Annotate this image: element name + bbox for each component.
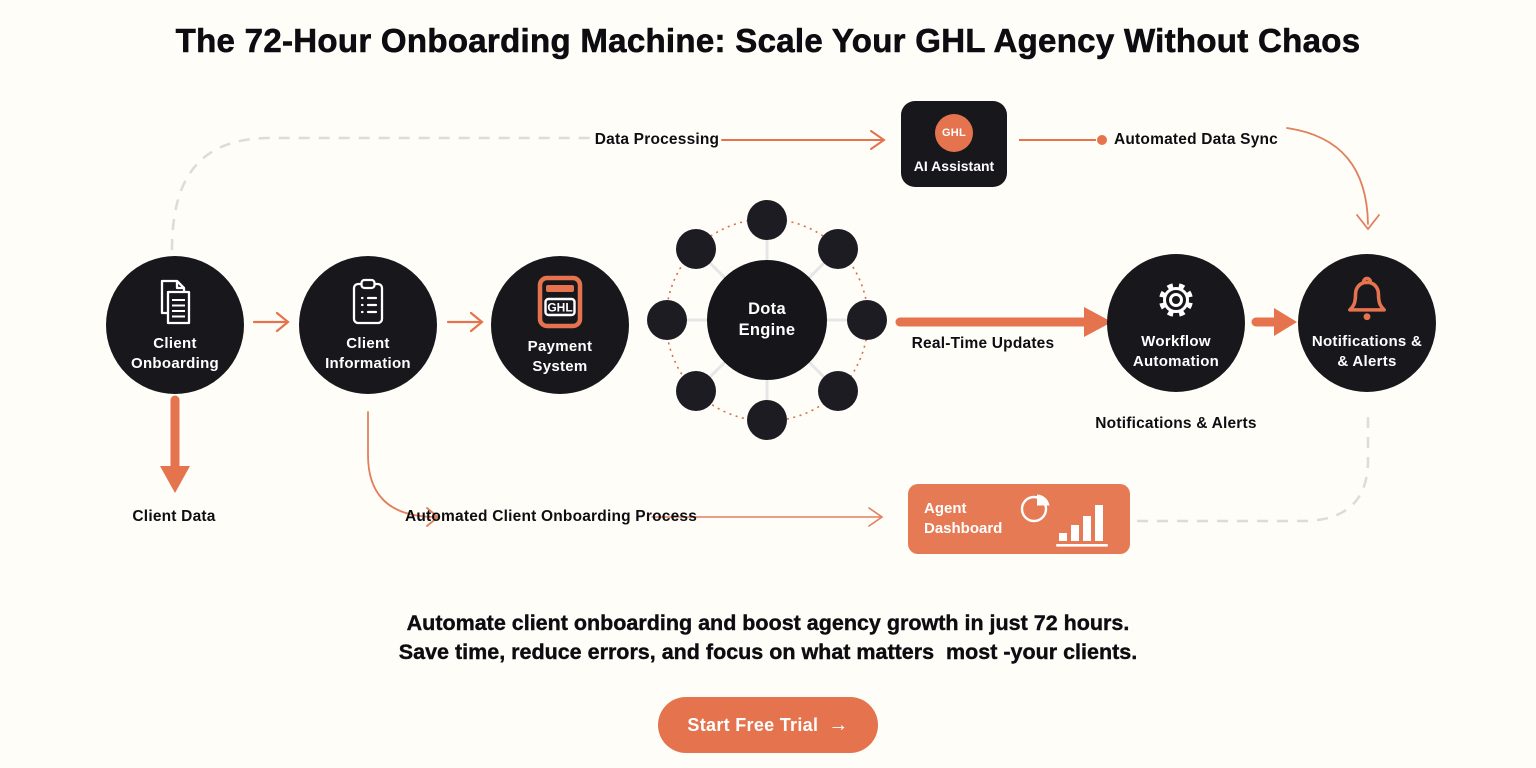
node-label: Notifications & & Alerts: [1311, 333, 1423, 370]
label-automated-data-sync: Automated Data Sync: [1114, 131, 1278, 148]
node-client-onboarding: Client Onboarding: [106, 256, 244, 394]
node-workflow-automation: Workflow Automation: [1107, 254, 1245, 392]
label-notifications-alerts: Notifications & Alerts: [1095, 415, 1257, 432]
node-label: Client Onboarding: [131, 335, 219, 372]
node-notifications-alerts: Notifications & & Alerts: [1298, 254, 1436, 392]
clipboard-icon: [352, 278, 384, 325]
arrow-process-to-dashboard: [651, 507, 884, 527]
pie-chart-icon: [1020, 494, 1050, 523]
arrow-sync-to-notifications: [1286, 127, 1380, 231]
ghl-card-text: GHL: [547, 301, 572, 315]
arrow-workflow-to-notifications: [1251, 308, 1297, 336]
node-ai-assistant: GHL AI Assistant: [901, 101, 1007, 187]
node-label: Dota Engine: [738, 299, 796, 339]
dashed-connector-onboarding-to-processing: [170, 136, 594, 251]
ghl-card-icon: GHL: [537, 275, 583, 329]
label-automated-client-onboarding-process: Automated Client Onboarding Process: [404, 508, 698, 525]
arrow-information-to-process: [367, 411, 440, 527]
arrow-information-to-payment: [446, 311, 484, 333]
node-label: Workflow Automation: [1132, 333, 1220, 370]
node-label: Payment System: [527, 338, 593, 375]
gear-icon: [1159, 283, 1193, 317]
arrow-processing-to-ai: [721, 130, 886, 150]
dashed-connector-notifications-to-dashboard: [1134, 417, 1370, 523]
node-payment-system: GHL Payment System: [491, 256, 629, 394]
tagline-line-1: Automate client onboarding and boost age…: [406, 611, 1130, 635]
label-real-time-updates: Real-Time Updates: [911, 335, 1055, 352]
tagline-line-2: Save time, reduce errors, and focus on w…: [398, 640, 1138, 664]
label-client-data: Client Data: [132, 508, 216, 525]
node-label: Client Information: [325, 335, 411, 372]
connector-ai-to-sync: [1019, 135, 1107, 145]
documents-icon: [160, 279, 191, 325]
node-data-engine: Dota Engine: [707, 260, 827, 380]
node-label: AI Assistant: [913, 158, 995, 174]
start-free-trial-button[interactable]: Start Free Trial →: [658, 697, 878, 753]
node-agent-dashboard: Agent Dashboard: [908, 484, 1130, 554]
ghl-badge-icon: GHL: [935, 114, 973, 152]
bar-chart-icon: [1056, 505, 1108, 547]
bell-icon: [1348, 276, 1386, 321]
node-label: Agent Dashboard: [924, 499, 1003, 537]
right-arrow-icon: →: [828, 713, 849, 736]
arrow-real-time-updates: [895, 307, 1112, 337]
arrow-onboarding-to-client-data: [160, 395, 190, 493]
node-client-information: Client Information: [299, 256, 437, 394]
cta-label: Start Free Trial: [687, 714, 819, 735]
arrow-onboarding-to-information: [252, 311, 290, 333]
page-title: The 72-Hour Onboarding Machine: Scale Yo…: [175, 22, 1361, 60]
label-data-processing: Data Processing: [594, 131, 720, 148]
dashboard-icons: [1018, 488, 1114, 550]
hub-satellite-nodes: [647, 200, 887, 440]
